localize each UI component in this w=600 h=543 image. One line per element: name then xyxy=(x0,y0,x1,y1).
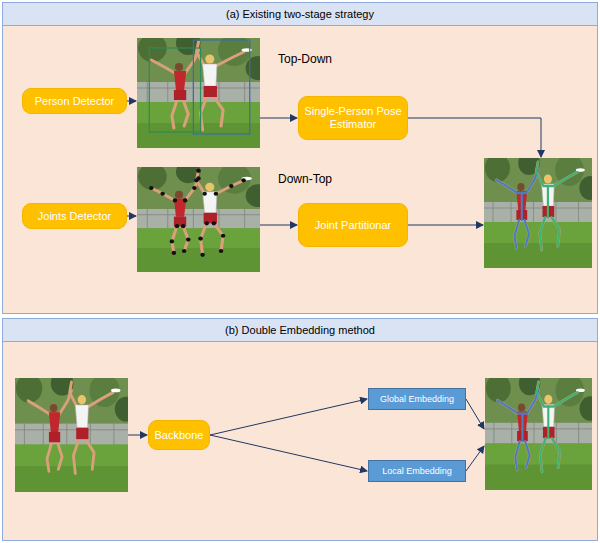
stage-label: Down-Top xyxy=(278,172,332,186)
box-label: Person Detector xyxy=(35,95,114,108)
box-label: Joint Partitionar xyxy=(315,219,391,232)
joints-photo xyxy=(137,160,270,272)
process-box: Backbone xyxy=(148,420,210,450)
flow-arrow xyxy=(210,399,367,435)
process-box: Person Detector xyxy=(22,88,127,114)
embedding-box: Local Embedding xyxy=(368,460,466,482)
stage-label: Top-Down xyxy=(278,52,332,66)
panel-heading: (a) Existing two-stage strategy xyxy=(3,3,597,26)
process-box: Single-Person Pose Estimator xyxy=(298,96,408,140)
panel-frame: (a) Existing two-stage strategyPerson De… xyxy=(2,2,598,314)
box-label: Local Embedding xyxy=(382,466,452,477)
box-label: Single-Person Pose Estimator xyxy=(304,105,402,131)
flow-arrow xyxy=(210,435,367,471)
box-label: Global Embedding xyxy=(380,394,454,405)
output-photo xyxy=(485,371,600,490)
process-box: Joints Detector xyxy=(22,203,127,229)
detection-photo xyxy=(137,31,270,148)
embedding-box: Global Embedding xyxy=(368,388,466,410)
input-photo xyxy=(15,371,137,492)
box-label: Backbone xyxy=(155,429,204,442)
panel-heading: (b) Double Embedding method xyxy=(3,319,597,342)
pose-photo xyxy=(484,151,600,268)
flow-arrows xyxy=(127,101,541,471)
box-label: Joints Detector xyxy=(38,210,111,223)
panel-frame: (b) Double Embedding methodBackbone Globa… xyxy=(2,318,598,541)
process-box: Joint Partitionar xyxy=(298,203,408,247)
